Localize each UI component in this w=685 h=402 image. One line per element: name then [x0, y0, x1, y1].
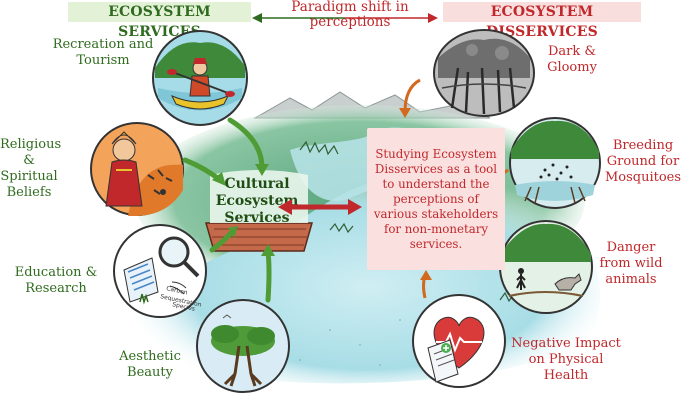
label-recreation-line1: Recreation and [52, 37, 154, 52]
label-education-line2: Research [25, 281, 87, 296]
ecosystem-services-title: ECOSYSTEM SERVICES [68, 2, 251, 40]
label-wild-line3: animals [605, 272, 657, 287]
paradigm-shift-line1: Paradigm shift in [291, 0, 409, 15]
label-religious-line2: Spiritual [0, 169, 58, 184]
mosquito-swamp-icon [509, 117, 601, 209]
magnifier-book-icon: Carbon Sequestration Species [113, 224, 207, 318]
label-mosquitoes-line3: Mosquitoes [604, 170, 682, 185]
ecosystem-line: Ecosystem [215, 193, 299, 209]
label-wild-line1: Danger [606, 240, 656, 255]
label-health-line1: Negative Impact [511, 336, 621, 351]
arrow-education-to-center [209, 229, 235, 253]
label-education-line1: Education & [14, 265, 98, 280]
goddess-tiger-icon [90, 122, 184, 216]
study-disservices-box: Studying Ecosystem Disservices as a tool… [367, 128, 505, 270]
label-dark-line2: Gloomy [547, 60, 597, 75]
arrow-aesthetic-to-center [265, 249, 272, 303]
kayak-icon [152, 30, 248, 126]
label-aesthetic: Aesthetic Beauty [110, 349, 190, 381]
label-wild-animals: Danger from wild animals [596, 240, 666, 288]
label-recreation-line2: Tourism [76, 53, 130, 68]
mangrove-tree-icon [196, 299, 290, 393]
label-wild-line2: from wild [599, 256, 663, 271]
label-dark-gloomy: Dark & Gloomy [532, 44, 612, 76]
label-mosquitoes-line2: Ground for [606, 154, 680, 169]
label-aesthetic-line2: Beauty [127, 365, 173, 380]
label-education: Education & Research [10, 265, 102, 297]
cultural-line: Cultural [224, 176, 290, 192]
label-religious-line3: Beliefs [6, 185, 52, 200]
sketch-species-text: Species [172, 301, 196, 313]
services-line: Services [224, 210, 290, 226]
wild-animal-icon [499, 220, 593, 314]
label-recreation: Recreation and Tourism [45, 37, 161, 69]
label-religious: Religious & Spiritual Beliefs [0, 137, 62, 201]
label-physical-health: Negative Impact on Physical Health [510, 336, 622, 384]
ecosystem-disservices-title: ECOSYSTEM DISSERVICES [443, 2, 641, 40]
label-aesthetic-line1: Aesthetic [119, 349, 181, 364]
paradigm-shift-arrow [252, 13, 438, 23]
label-health-line2: on Physical [528, 352, 604, 367]
heart-health-icon [412, 294, 506, 388]
label-religious-line1: Religious & [0, 137, 62, 168]
sketch-carbon-text: Carbon [166, 285, 189, 296]
label-dark-line1: Dark & [548, 44, 596, 59]
label-health-line3: Health [543, 368, 589, 383]
dark-forest-icon [433, 29, 535, 117]
label-mosquitoes: Breeding Ground for Mosquitoes [602, 138, 684, 186]
cultural-ecosystem-services-label: Cultural Ecosystem Services [207, 176, 307, 227]
arrow-recreation-to-center [227, 117, 265, 171]
arrow-dark-to-box [403, 78, 421, 113]
arrow-religious-to-center [182, 157, 223, 183]
label-mosquitoes-line1: Breeding [612, 138, 674, 153]
